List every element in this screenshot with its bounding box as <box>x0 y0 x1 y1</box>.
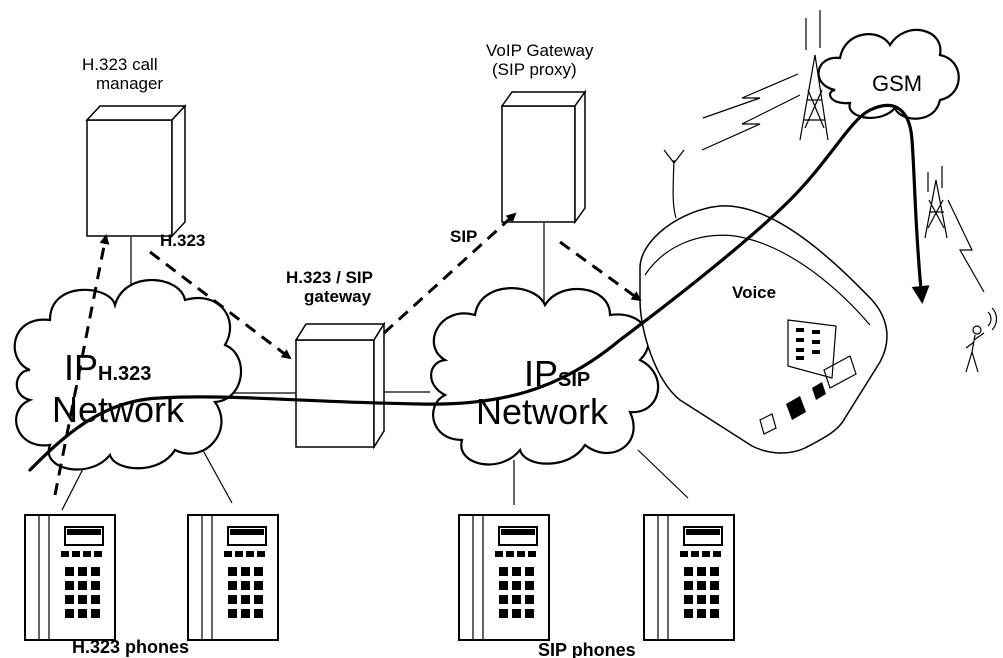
mobile-user-figure <box>965 307 998 373</box>
radio-link-zigzag-top-2 <box>702 73 799 119</box>
sip-phone-2 <box>643 514 735 641</box>
h323-signal-label: H.323 <box>160 231 205 250</box>
sip-phone-1 <box>458 514 550 641</box>
call-manager-label-line2: manager <box>96 74 163 93</box>
voip-gateway-label-line1: VoIP Gateway <box>486 41 594 60</box>
ip-sip-network-cloud <box>430 287 660 466</box>
sip-signal-arrow-to-proxy <box>382 212 517 335</box>
h323-call-manager-server <box>85 104 187 238</box>
gsm-tower-icon <box>799 10 829 141</box>
ip-sip-label: IPSIP <box>524 353 590 394</box>
network-sip-label: Network <box>476 391 609 432</box>
h323-phone-2 <box>187 514 279 641</box>
h323-signal-arrow-up <box>53 234 110 496</box>
sip-phones-label: SIP phones <box>538 640 636 658</box>
voip-gateway-label-line2: (SIP proxy) <box>492 60 577 79</box>
gateway-label-line1: H.323 / SIP <box>286 268 373 287</box>
voip-gateway-server <box>500 89 587 225</box>
h323-phone-1 <box>24 514 116 641</box>
gsm-cloud <box>817 28 960 120</box>
gsm-label: GSM <box>872 71 922 96</box>
voice-path-line <box>28 103 930 472</box>
radio-link-zigzag-right <box>947 199 985 293</box>
h323-signal-arrow-to-gateway <box>149 250 292 360</box>
voice-label: Voice <box>732 283 776 302</box>
call-manager-label-line1: H.323 call <box>82 55 158 74</box>
sip-signal-label: SIP <box>450 227 477 246</box>
h323-phones-label: H.323 phones <box>72 637 189 657</box>
gsm-terminal-device <box>639 149 888 454</box>
gateway-label-line2: gateway <box>304 287 372 306</box>
h323-sip-gateway-box <box>294 321 386 450</box>
small-tower-icon <box>924 166 948 239</box>
sip-signal-arrow-to-terminal <box>559 240 642 302</box>
ip-h323-network-cloud <box>13 279 243 471</box>
radio-link-zigzag-top <box>701 94 801 151</box>
